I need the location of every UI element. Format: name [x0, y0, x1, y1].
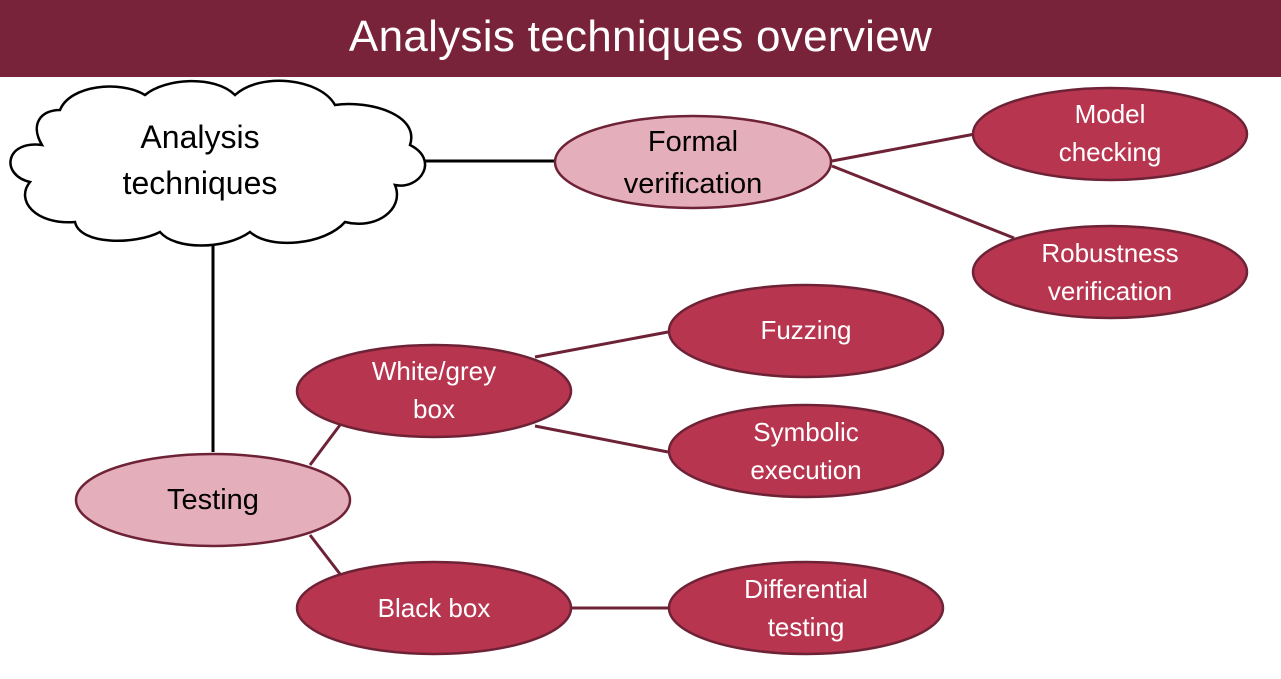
edge-formal-model	[831, 132, 976, 163]
connector-lines	[211, 132, 1015, 610]
node-differential-testing	[667, 560, 945, 656]
node-fuzzing	[667, 283, 945, 379]
node-model-checking	[971, 86, 1249, 182]
slide-title: Analysis techniques overview	[348, 11, 933, 61]
root-cloud-shape	[9, 79, 427, 247]
node-white-grey-box	[295, 343, 573, 439]
node-robustness-verification	[971, 224, 1249, 320]
node-testing	[74, 452, 352, 548]
edge-testing-black	[308, 534, 342, 575]
edge-testing-white	[308, 424, 342, 466]
edge-formal-robust	[831, 164, 1015, 240]
node-formal-verification	[553, 114, 833, 210]
node-symbolic-execution	[667, 403, 945, 499]
slide-title-bar: Analysis techniques overview	[0, 0, 1281, 77]
edge-white-fuzz	[534, 330, 669, 359]
edge-white-symbolic	[534, 424, 669, 454]
node-black-box	[295, 560, 573, 656]
